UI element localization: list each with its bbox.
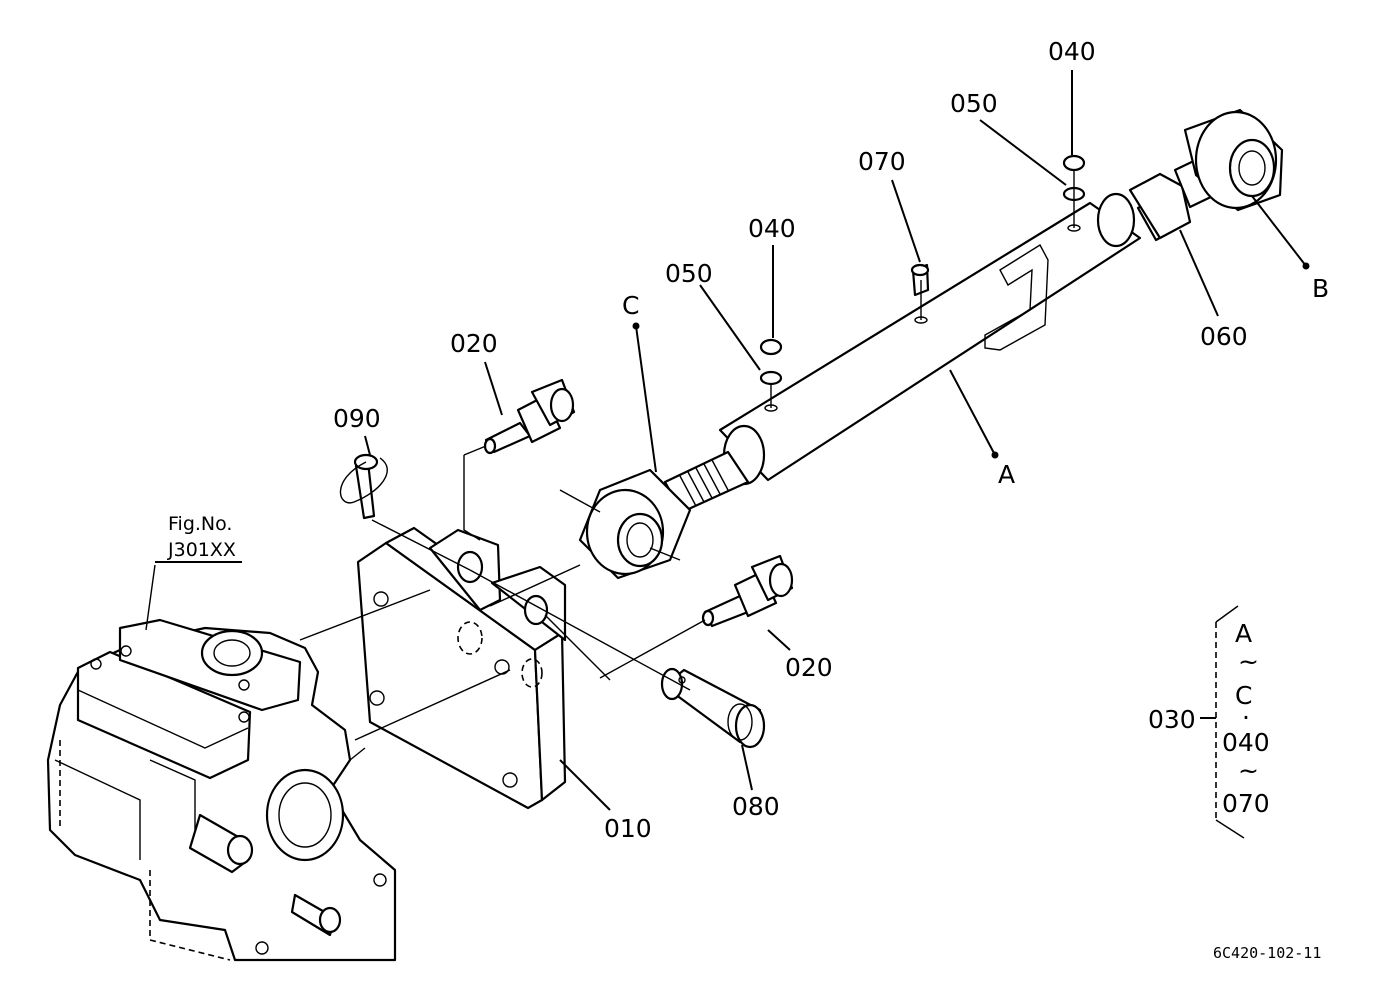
point-c-label: C bbox=[622, 291, 639, 320]
point-b-label: B bbox=[1312, 274, 1329, 303]
part-050-left-label: 050 bbox=[665, 259, 713, 288]
fig-ref-label: Fig.No. bbox=[168, 513, 232, 535]
part-040-left-label: 040 bbox=[748, 214, 796, 243]
part-030-label: 030 bbox=[1148, 705, 1196, 734]
pin-080 bbox=[660, 667, 766, 749]
part-050-right-label: 050 bbox=[950, 89, 998, 118]
part-010-label: 010 bbox=[604, 814, 652, 843]
part-020-lower-label: 020 bbox=[785, 653, 833, 682]
point-a-label: A bbox=[998, 460, 1015, 489]
bolt-020-upper bbox=[483, 378, 576, 455]
legend-030-line2: ~ bbox=[1238, 647, 1259, 676]
pin-090 bbox=[339, 453, 388, 520]
legend-030-line7: 070 bbox=[1222, 789, 1270, 818]
assembly-lines bbox=[299, 170, 1075, 741]
legend-030-line1: A bbox=[1235, 619, 1252, 648]
part-070-label: 070 bbox=[858, 147, 906, 176]
part-080-label: 080 bbox=[732, 792, 780, 821]
transmission-housing bbox=[46, 618, 397, 962]
leader-lines bbox=[145, 70, 1310, 811]
fig-ref-number: J301XX bbox=[167, 539, 236, 561]
point-b-dot bbox=[1302, 262, 1310, 270]
point-c-dot bbox=[632, 322, 640, 330]
part-060-label: 060 bbox=[1200, 322, 1248, 351]
legend-030-line4: · bbox=[1242, 703, 1250, 732]
bolt-020-lower bbox=[701, 554, 794, 628]
legend-030-line3: C bbox=[1235, 681, 1252, 710]
legend-030-bracket bbox=[1200, 605, 1245, 839]
part-040-right-label: 040 bbox=[1048, 37, 1096, 66]
legend-030-line5: 040 bbox=[1222, 728, 1270, 757]
legend-030-line6: ~ bbox=[1238, 756, 1259, 785]
part-090-label: 090 bbox=[333, 404, 381, 433]
bracket-010 bbox=[356, 526, 567, 810]
part-020-upper-label: 020 bbox=[450, 329, 498, 358]
point-a-dot bbox=[991, 451, 999, 459]
top-link-assembly bbox=[559, 108, 1284, 580]
drawing-code: 6C420-102-11 bbox=[1213, 944, 1321, 962]
